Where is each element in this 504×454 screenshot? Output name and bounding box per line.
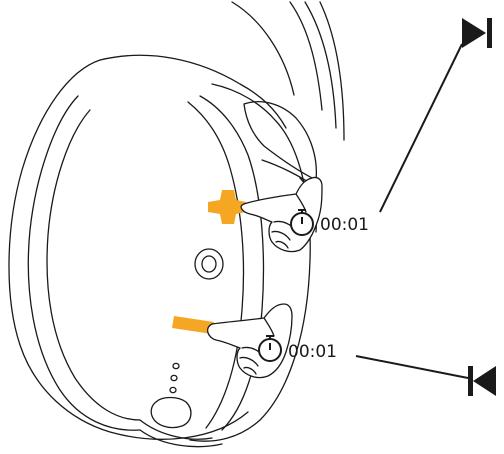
ear-cup-shell	[8, 54, 287, 440]
stopwatch-icon	[290, 209, 314, 236]
ear-cup-face	[139, 83, 311, 448]
previous-track-icon	[468, 366, 496, 396]
ear-cushion	[27, 95, 141, 431]
stopwatch-icon	[258, 335, 282, 362]
duration-label: 00:01	[320, 215, 369, 235]
indicator-dots	[169, 362, 180, 394]
duration-label: 00:01	[288, 342, 337, 362]
instruction-next-track: 00:01	[208, 18, 492, 253]
volume-up-button[interactable]	[208, 190, 246, 224]
charging-port	[150, 396, 192, 429]
volume-down-button[interactable]	[172, 316, 214, 334]
aux-jack	[194, 248, 224, 280]
callout-line	[379, 43, 463, 213]
press-hand-icon	[206, 303, 293, 379]
instruction-previous-track: 00:01	[172, 303, 496, 396]
next-track-icon	[462, 18, 492, 48]
callout-line	[355, 355, 469, 379]
headband	[231, 1, 345, 141]
